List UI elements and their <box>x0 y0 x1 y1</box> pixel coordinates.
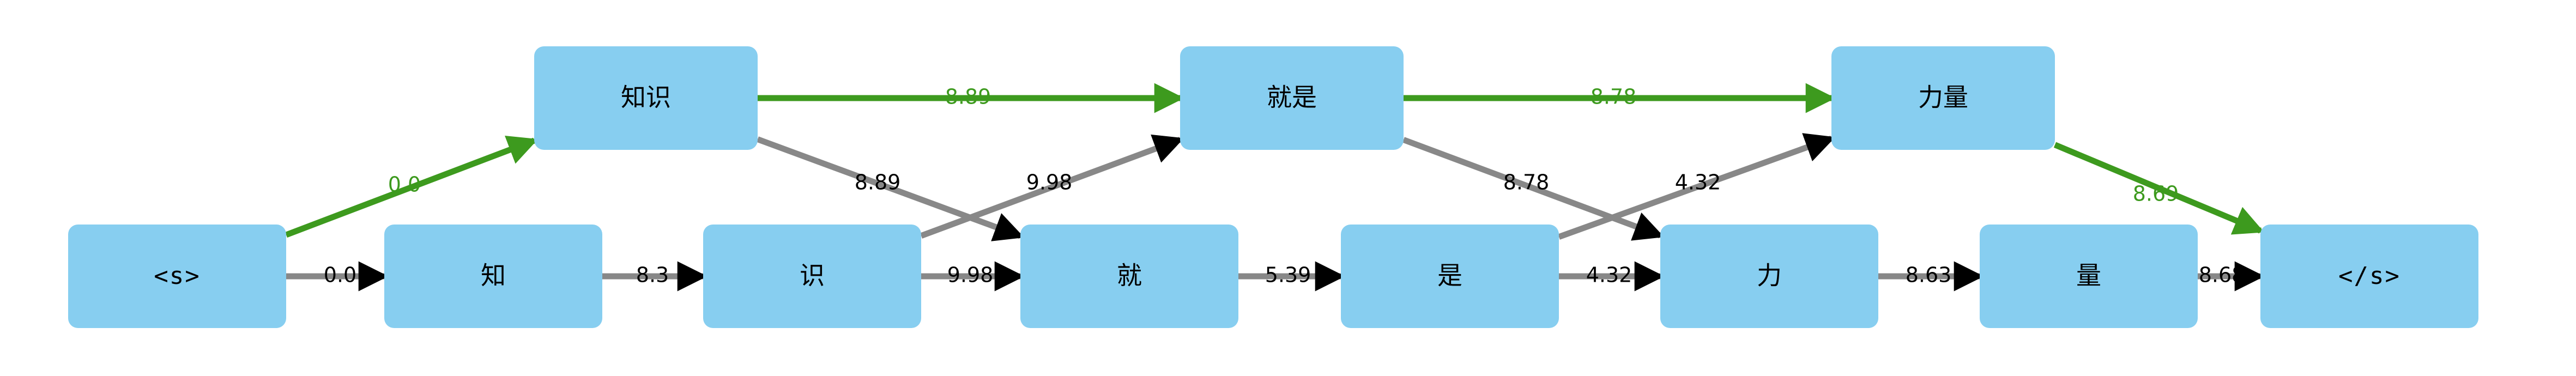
node-jiu[interactable]: 就 <box>1020 225 1238 328</box>
node-zhishi[interactable]: 知识 <box>534 46 758 150</box>
edge-liliang-to-eos <box>2053 142 2265 235</box>
node-box-liliang <box>1831 46 2055 150</box>
edge-shi2-to-liliang <box>1558 133 1836 240</box>
node-jiushi[interactable]: 就是 <box>1180 46 1404 150</box>
nodes-layer: <s>知识就是力量</s>知识就是力量 <box>68 46 2478 328</box>
edge-weight-label-li-to-liang: 8.63 <box>1906 263 1952 287</box>
edge-labels-layer: 0.0 8.3 9.98 5.39 4.32 8.63 8.68 0.0 8.89 8.89 9.9… <box>324 85 2245 287</box>
node-label-shi1: 识 <box>800 261 825 290</box>
edge-weight-label-jiu-to-shi2: 5.39 <box>1265 263 1311 287</box>
node-box-jiushi <box>1180 46 1404 150</box>
node-box-bos <box>68 225 286 328</box>
node-bos[interactable]: <s> <box>68 225 286 328</box>
edge-weight-label-shi2-to-liliang: 4.32 <box>1675 171 1721 195</box>
node-liang[interactable]: 量 <box>1980 225 2198 328</box>
edge-weight-label-zhi1-to-shi1: 8.3 <box>636 263 669 287</box>
node-eos[interactable]: </s> <box>2260 225 2478 328</box>
node-zhi1[interactable]: 知 <box>384 225 602 328</box>
node-label-jiushi: 就是 <box>1267 83 1317 112</box>
node-box-zhi1 <box>384 225 602 328</box>
edge-bos-to-zhishi <box>285 136 539 238</box>
node-box-eos <box>2260 225 2478 328</box>
edge-weight-label-shi1-to-jiushi: 9.98 <box>1026 171 1073 195</box>
edge-weight-label-liliang-to-eos: 8.69 <box>2133 182 2179 206</box>
edges-layer <box>285 83 2265 292</box>
edge-zhishi-to-jiu <box>757 136 1025 241</box>
edge-weight-label-shi2-to-li: 4.32 <box>1586 263 1632 287</box>
node-label-eos: </s> <box>2338 262 2400 290</box>
node-box-shi2 <box>1341 225 1559 328</box>
edge-shi1-to-jiushi <box>920 134 1184 239</box>
node-shi1[interactable]: 识 <box>703 225 921 328</box>
node-label-liang: 量 <box>2076 261 2101 290</box>
edge-weight-label-bos-to-zhishi: 0.0 <box>388 173 421 197</box>
node-label-zhi1: 知 <box>481 261 506 290</box>
node-label-zhishi: 知识 <box>621 83 671 112</box>
node-label-jiu: 就 <box>1117 261 1142 290</box>
node-liliang[interactable]: 力量 <box>1831 46 2055 150</box>
edge-weight-label-zhishi-to-jiu: 8.89 <box>855 171 901 195</box>
node-shi2[interactable]: 是 <box>1341 225 1559 328</box>
node-box-zhishi <box>534 46 758 150</box>
node-box-shi1 <box>703 225 921 328</box>
node-li[interactable]: 力 <box>1660 225 1878 328</box>
node-label-li: 力 <box>1757 261 1782 290</box>
node-box-li <box>1660 225 1878 328</box>
node-label-bos: <s> <box>154 262 200 290</box>
edge-jiushi-to-li <box>1402 137 1665 241</box>
edge-weight-label-jiushi-to-li: 8.78 <box>1503 171 1550 195</box>
node-box-liang <box>1980 225 2198 328</box>
edge-weight-label-liang-to-eos: 8.68 <box>2199 263 2245 287</box>
edge-weight-label-zhishi-to-jiushi: 8.89 <box>945 85 991 109</box>
node-label-liliang: 力量 <box>1918 83 1968 112</box>
node-box-jiu <box>1020 225 1238 328</box>
edge-weight-label-bos-to-zhi1: 0.0 <box>324 263 356 287</box>
edge-weight-label-jiushi-to-liliang: 8.78 <box>1591 85 1637 109</box>
edge-weight-label-shi1-to-jiu: 9.98 <box>947 263 994 287</box>
node-label-shi2: 是 <box>1437 261 1462 290</box>
